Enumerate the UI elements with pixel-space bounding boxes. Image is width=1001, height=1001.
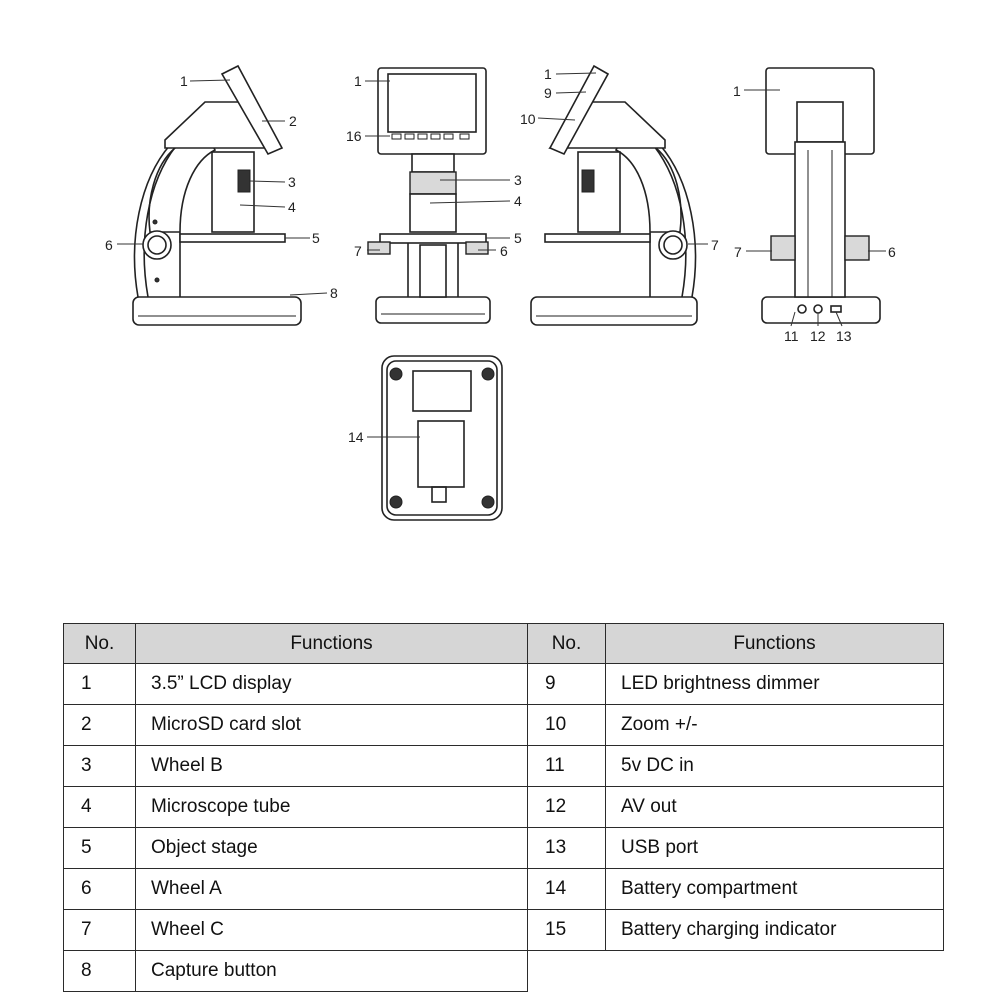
table-row: 6 Wheel A 14 Battery compartment xyxy=(63,868,944,910)
callout-3: 3 xyxy=(288,174,296,190)
row-number: 8 xyxy=(63,950,136,992)
left-side-view: 1 2 3 4 5 6 8 xyxy=(105,64,338,326)
table-row: 3 Wheel B 11 5v DC in xyxy=(63,745,944,787)
callout-8: 8 xyxy=(330,285,338,301)
callout-14: 14 xyxy=(348,429,364,445)
row-number: 4 xyxy=(63,786,136,828)
row-function: Wheel C xyxy=(135,909,528,951)
table-row: 1 3.5” LCD display 9 LED brightness dimm… xyxy=(63,663,944,705)
row-function: Battery charging indicator xyxy=(605,909,944,951)
callout-6-front: 6 xyxy=(500,243,508,259)
row-number: 2 xyxy=(63,704,136,746)
row-number: 11 xyxy=(527,745,606,787)
right-side-view: 1 9 10 7 xyxy=(520,64,719,326)
back-view: 1 7 6 11 12 13 xyxy=(733,67,896,344)
callout-7-right: 7 xyxy=(711,237,719,253)
row-function: Object stage xyxy=(135,827,528,869)
row-number: 14 xyxy=(527,868,606,910)
callout-2: 2 xyxy=(289,113,297,129)
callout-1-right: 1 xyxy=(544,66,552,82)
table-row: 7 Wheel C 15 Battery charging indicator xyxy=(63,909,944,951)
row-number: 7 xyxy=(63,909,136,951)
row-function: Wheel A xyxy=(135,868,528,910)
row-function: Battery compartment xyxy=(605,868,944,910)
callout-1-back: 1 xyxy=(733,83,741,99)
microscope-parts-diagram: 1 2 3 4 5 6 8 xyxy=(105,64,896,521)
row-function: Microscope tube xyxy=(135,786,528,828)
callout-5: 5 xyxy=(312,230,320,246)
table-row: 5 Object stage 13 USB port xyxy=(63,827,944,869)
callout-11: 11 xyxy=(784,328,799,344)
row-function: Zoom +/- xyxy=(605,704,944,746)
callout-1: 1 xyxy=(180,73,188,89)
row-number: 6 xyxy=(63,868,136,910)
callout-13: 13 xyxy=(836,328,852,344)
table-row: 8 Capture button xyxy=(63,950,944,992)
row-number: 13 xyxy=(527,827,606,869)
callout-10: 10 xyxy=(520,111,536,127)
header-no-right: No. xyxy=(527,623,606,664)
row-number: 15 xyxy=(527,909,606,951)
callout-9: 9 xyxy=(544,85,552,101)
callout-4-front: 4 xyxy=(514,193,522,209)
callout-7-back: 7 xyxy=(734,244,742,260)
callout-4: 4 xyxy=(288,199,296,215)
callout-7-front: 7 xyxy=(354,243,362,259)
table-header-row: No. Functions No. Functions xyxy=(63,623,944,664)
row-function: Capture button xyxy=(135,950,528,992)
header-functions-right: Functions xyxy=(605,623,944,664)
row-number: 10 xyxy=(527,704,606,746)
row-function: 3.5” LCD display xyxy=(135,663,528,705)
row-number: 12 xyxy=(527,786,606,828)
header-no-left: No. xyxy=(63,623,136,664)
functions-table: No. Functions No. Functions 1 3.5” LCD d… xyxy=(63,623,944,992)
row-function: 5v DC in xyxy=(605,745,944,787)
callout-1-front: 1 xyxy=(354,73,362,89)
table-row: 4 Microscope tube 12 AV out xyxy=(63,786,944,828)
row-function: MicroSD card slot xyxy=(135,704,528,746)
callout-3-front: 3 xyxy=(514,172,522,188)
header-functions-left: Functions xyxy=(135,623,528,664)
callout-5-front: 5 xyxy=(514,230,522,246)
callout-16: 16 xyxy=(346,128,362,144)
callout-6-back: 6 xyxy=(888,244,896,260)
row-function: AV out xyxy=(605,786,944,828)
bottom-view: 14 xyxy=(348,355,503,521)
row-number: 5 xyxy=(63,827,136,869)
row-function: Wheel B xyxy=(135,745,528,787)
row-number: 9 xyxy=(527,663,606,705)
empty-cell xyxy=(527,950,944,992)
row-function: USB port xyxy=(605,827,944,869)
table-row: 2 MicroSD card slot 10 Zoom +/- xyxy=(63,704,944,746)
callout-12: 12 xyxy=(810,328,826,344)
callout-6: 6 xyxy=(105,237,113,253)
row-number: 3 xyxy=(63,745,136,787)
row-number: 1 xyxy=(63,663,136,705)
front-view: 1 16 3 4 5 7 6 xyxy=(346,67,522,324)
row-function: LED brightness dimmer xyxy=(605,663,944,705)
